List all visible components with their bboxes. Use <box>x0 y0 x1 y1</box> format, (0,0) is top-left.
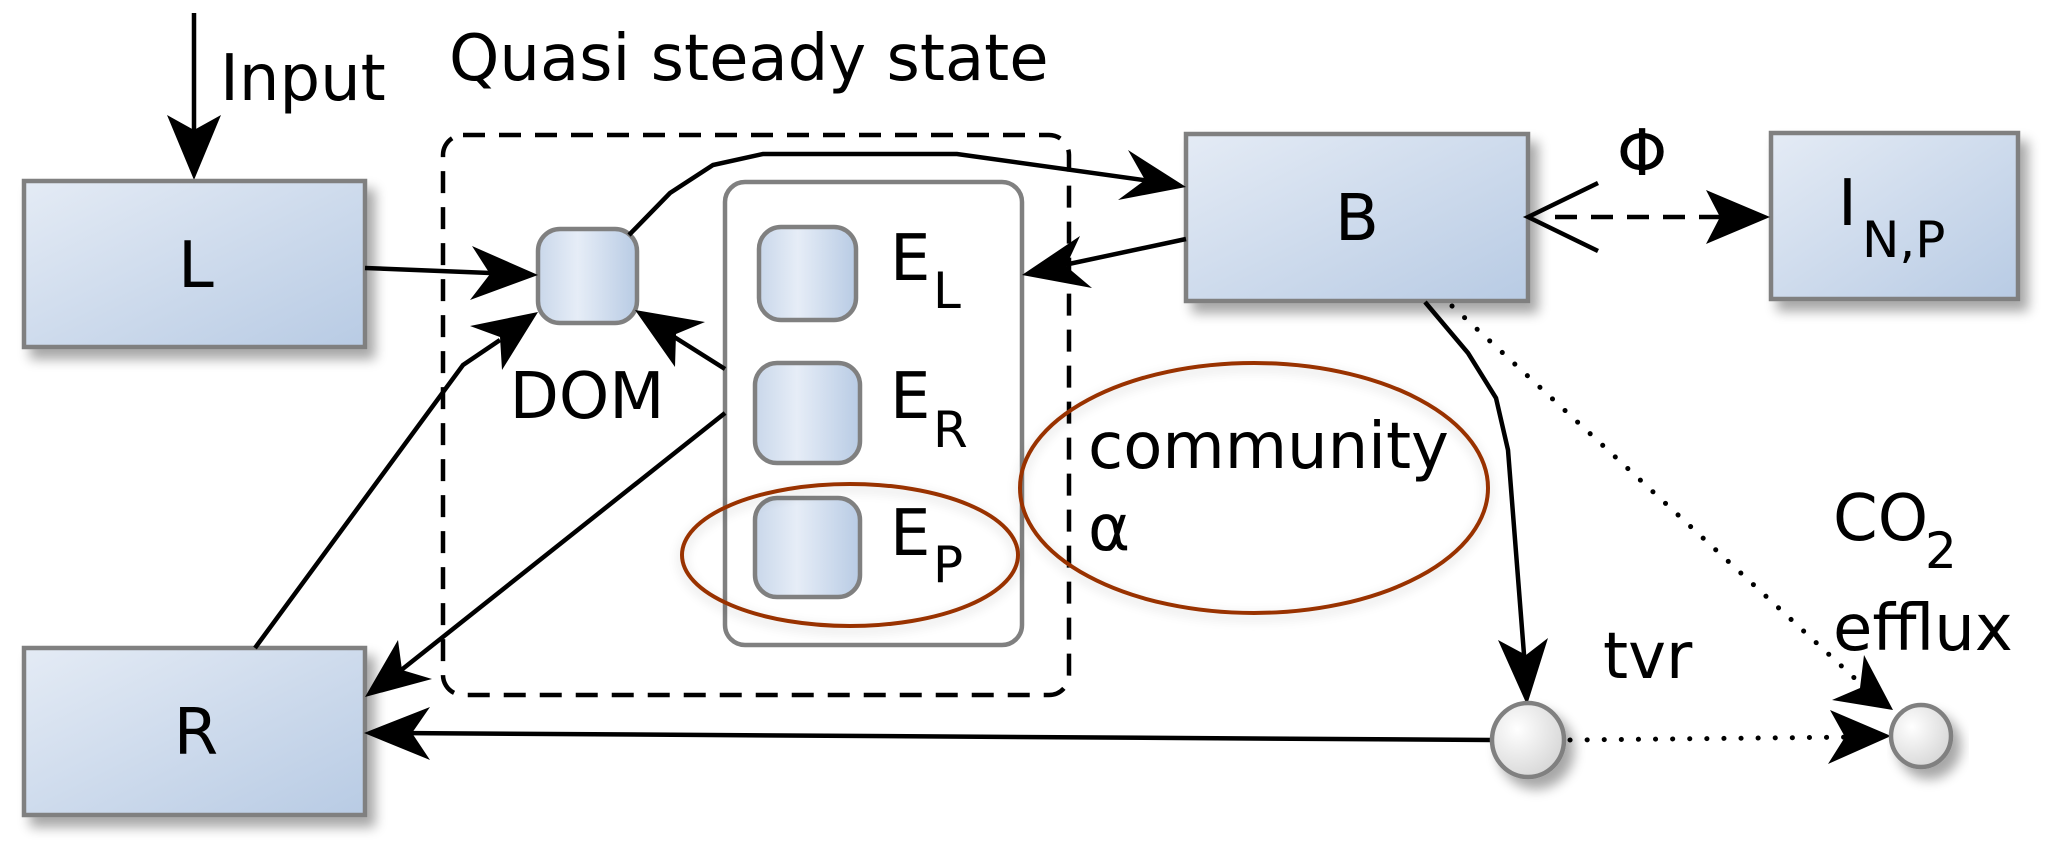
node-L-label: L <box>178 229 214 303</box>
pool-E-R[interactable] <box>752 360 863 466</box>
pool-E-P-subscript: P <box>933 536 963 594</box>
pool-E-P[interactable] <box>752 495 863 600</box>
node-R-label: R <box>174 696 218 770</box>
arrow-DOM-to-B <box>627 150 1186 237</box>
arrow-E-R-to-DOM <box>635 310 727 371</box>
pool-E-P-label: E <box>890 497 930 571</box>
pool-E-L[interactable] <box>756 224 859 323</box>
arrow-B-to-tvr <box>1423 300 1548 705</box>
node-co2-efflux[interactable] <box>1888 702 1954 770</box>
pool-DOM[interactable] <box>535 226 640 326</box>
pool-E-R-subscript: R <box>933 401 968 459</box>
node-tvr[interactable] <box>1489 700 1567 780</box>
arrow-tvr-to-R <box>364 707 1493 760</box>
input-label: Input <box>220 42 386 116</box>
input-arrow <box>167 13 221 180</box>
pool-E-L-subscript: L <box>933 262 961 320</box>
arrow-E-to-R <box>365 411 727 697</box>
highlight-ellipse-E-P <box>680 482 1020 628</box>
arrow-B-to-E-L <box>1022 236 1187 288</box>
co2-subscript: 2 <box>1925 522 1957 580</box>
community-label: community <box>1088 410 1449 484</box>
arrow-B-to-CO2-dotted <box>1449 303 1893 710</box>
arrow-R-to-DOM <box>253 312 538 650</box>
alpha-label: α <box>1088 492 1130 566</box>
highlight-ellipse-community <box>1018 361 1490 615</box>
node-R[interactable] <box>21 645 368 818</box>
efflux-label: efflux <box>1833 592 2013 666</box>
pool-DOM-label: DOM <box>510 360 665 434</box>
arrow-B-to-I-phi <box>1522 180 1770 254</box>
quasi-steady-state-title: Quasi steady state <box>449 22 1049 96</box>
arrow-L-to-DOM <box>364 246 538 300</box>
arrow-tvr-to-CO2-dotted <box>1567 710 1891 764</box>
node-I-NP[interactable] <box>1768 130 2021 302</box>
phi-label: Φ <box>1617 117 1667 191</box>
node-L[interactable] <box>21 178 368 350</box>
node-I-subscript: N,P <box>1862 211 1945 269</box>
node-I-label: I <box>1838 167 1857 241</box>
tvr-label: tvr <box>1603 620 1693 694</box>
quasi-steady-state-region <box>440 132 1072 698</box>
co2-label: CO <box>1833 482 1928 556</box>
pool-E-L-label: E <box>890 222 930 296</box>
pool-E-R-label: E <box>890 360 930 434</box>
node-B-label: B <box>1335 182 1379 256</box>
